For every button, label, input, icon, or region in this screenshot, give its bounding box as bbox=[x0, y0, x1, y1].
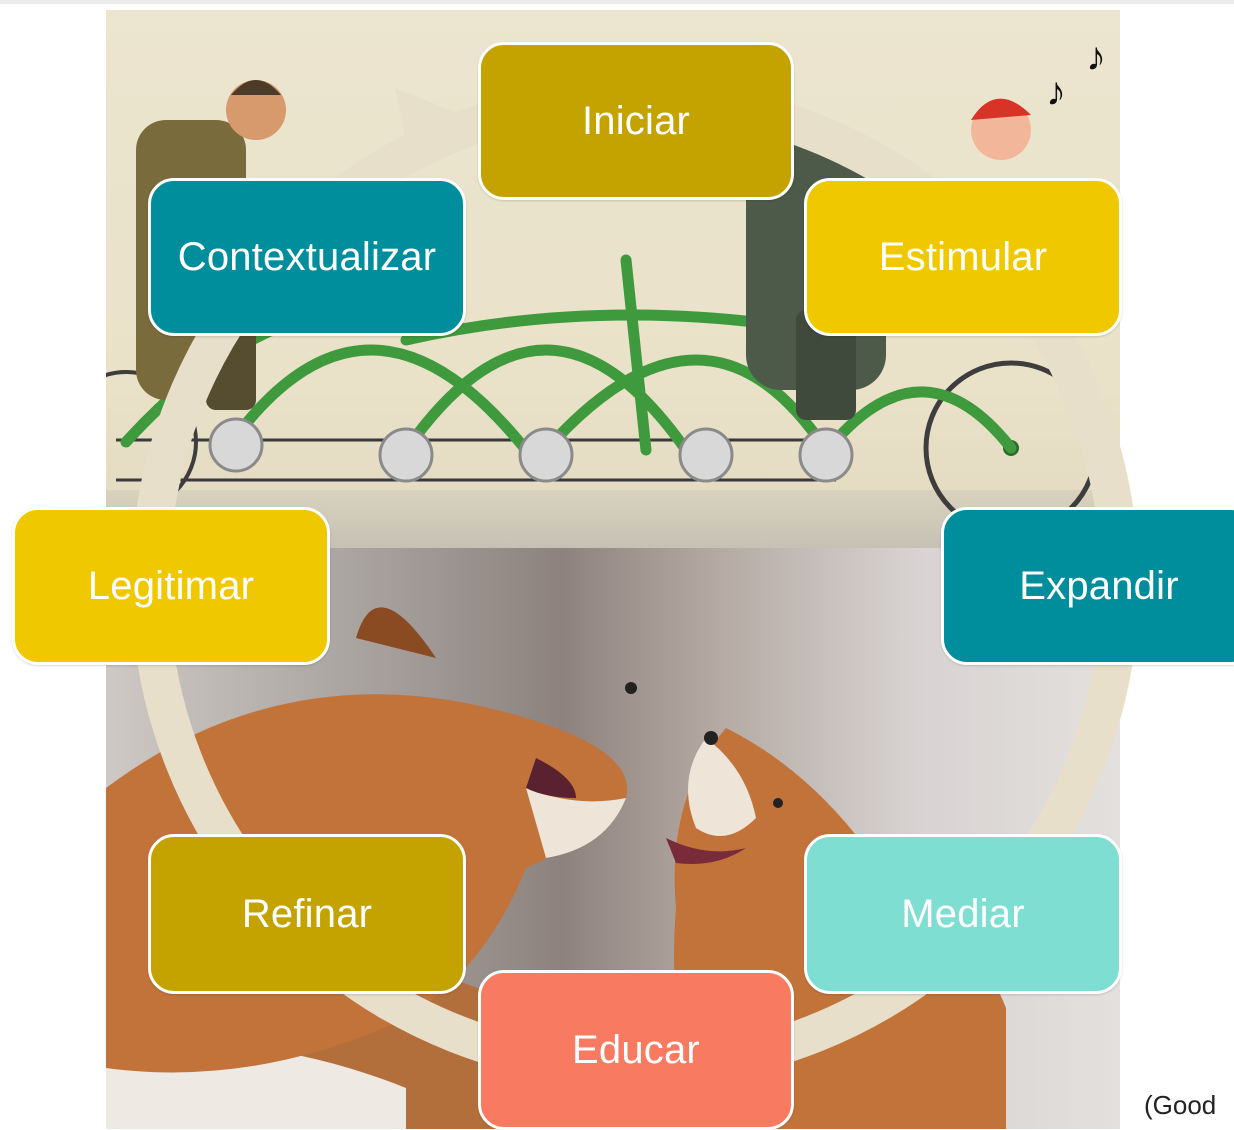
node-contextualizar-label: Contextualizar bbox=[177, 234, 437, 279]
node-estimular-label: Estimular bbox=[878, 234, 1048, 279]
node-legitimar-label: Legitimar bbox=[87, 563, 255, 608]
svg-text:♪: ♪ bbox=[1046, 70, 1066, 114]
node-expandir-label: Expandir bbox=[1019, 563, 1179, 608]
top-border bbox=[0, 0, 1234, 4]
citation-text: (Good bbox=[1144, 1090, 1217, 1120]
node-iniciar-label: Iniciar bbox=[581, 98, 691, 143]
node-contextualizar: Contextualizar bbox=[148, 178, 466, 336]
node-estimular: Estimular bbox=[804, 178, 1122, 336]
node-educar-label: Educar bbox=[572, 1027, 700, 1072]
svg-text:♪: ♪ bbox=[1086, 35, 1106, 79]
node-refinar-label: Refinar bbox=[241, 891, 373, 936]
node-mediar-label: Mediar bbox=[901, 891, 1025, 936]
node-iniciar: Iniciar bbox=[478, 42, 794, 200]
node-educar: Educar bbox=[478, 970, 794, 1130]
node-legitimar: Legitimar bbox=[12, 507, 330, 665]
node-refinar: Refinar bbox=[148, 834, 466, 994]
node-mediar: Mediar bbox=[804, 834, 1122, 994]
node-expandir: Expandir bbox=[941, 507, 1234, 665]
